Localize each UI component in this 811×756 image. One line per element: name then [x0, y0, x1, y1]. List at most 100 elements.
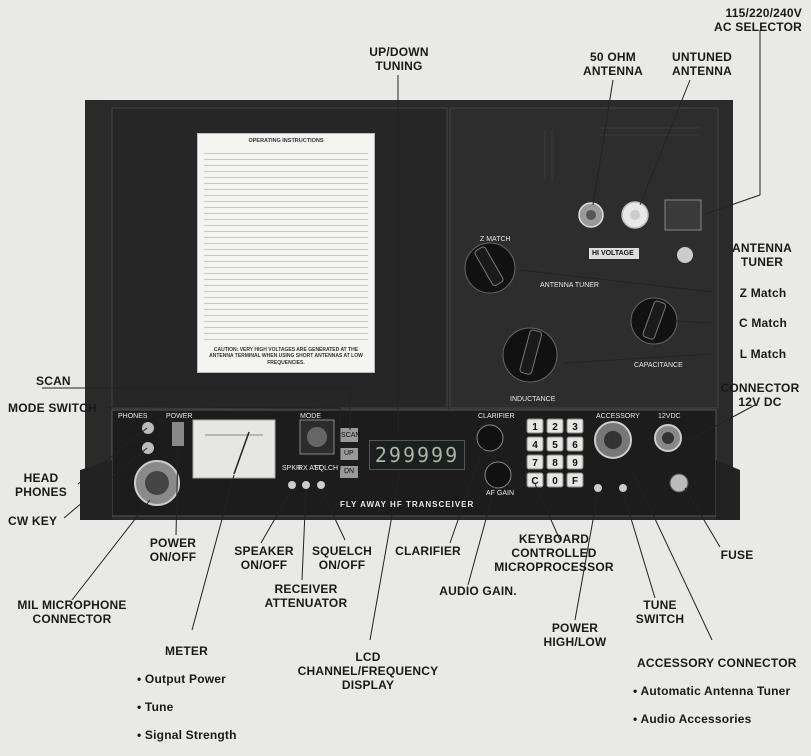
keypad-key-label: 8: [552, 458, 558, 469]
accessory-connector-callout: ACCESSORY CONNECTOR • Automatic Antenna …: [633, 642, 809, 740]
z-match-knob[interactable]: [464, 242, 516, 294]
squelch-switch[interactable]: [317, 481, 325, 489]
scan-label: SCAN: [341, 432, 361, 439]
keypad-key-label: 9: [572, 458, 578, 469]
dn-label: DN: [344, 468, 355, 475]
mode-label: MODE: [300, 413, 321, 420]
mode-switch-callout: MODE SWITCH: [8, 401, 97, 415]
antenna-tuner-callout: ANTENNA TUNER: [731, 241, 793, 269]
scan-callout: SCAN: [36, 374, 71, 388]
c-match-callout: C Match: [738, 316, 788, 330]
instructions-body: [204, 147, 368, 344]
headphones-jack[interactable]: [142, 422, 154, 434]
meter-window: [192, 419, 276, 479]
l-match-callout: L Match: [739, 347, 787, 361]
up-down-tuning-callout: UP/DOWN TUNING: [369, 45, 429, 73]
keypad-key-label: 1: [532, 422, 538, 433]
fuse-holder[interactable]: [669, 473, 689, 493]
keypad-key-1[interactable]: 1: [526, 418, 544, 434]
spkr-label: SPKR: [282, 465, 302, 472]
meter-item-signal-strength: • Signal Strength: [137, 728, 237, 742]
receiver-attenuator-callout: RECEIVER ATTENUATOR: [264, 582, 348, 610]
down-button[interactable]: [340, 466, 358, 478]
keypad-key-label: 6: [572, 440, 578, 451]
meter-title: METER: [165, 644, 208, 658]
operating-instructions-plate: OPERATING INSTRUCTIONS CAUTION: VERY HIG…: [197, 133, 375, 373]
keypad-key-label: 0: [552, 476, 558, 487]
dc-connector[interactable]: [654, 424, 682, 452]
meter-item-output-power: • Output Power: [137, 672, 226, 686]
vent-grille: [544, 127, 700, 180]
ac-selector-callout: 115/220/240V AC SELECTOR: [714, 6, 802, 34]
rx-att-label: RX ATT: [298, 465, 322, 472]
receiver-attenuator-switch[interactable]: [302, 481, 310, 489]
power-label: POWER: [166, 413, 193, 420]
left-lower-handle: [80, 460, 112, 520]
lcd-display: 299999: [369, 440, 465, 470]
accessory-connector[interactable]: [594, 421, 632, 459]
keypad-key-label: F: [572, 476, 578, 487]
antenna-tuner-label: ANTENNA TUNER: [540, 282, 599, 289]
capacitance-knob[interactable]: [630, 297, 678, 345]
accessory-panel-label: ACCESSORY: [596, 413, 640, 420]
sqlch-label: SQLCH: [314, 465, 339, 472]
up-button[interactable]: [340, 448, 358, 460]
ground-terminal[interactable]: [677, 247, 693, 263]
accessory-item-tuner: • Automatic Antenna Tuner: [633, 684, 791, 698]
keypad-key-label: 2: [552, 422, 558, 433]
keypad-key-8[interactable]: 8: [546, 454, 564, 470]
phones-label: PHONES: [118, 413, 148, 420]
cw-key-callout: CW KEY: [8, 514, 58, 528]
ohm50-antenna-callout: 50 OHM ANTENNA: [582, 50, 644, 78]
keypad-key-9[interactable]: 9: [566, 454, 584, 470]
keypad-key-4[interactable]: 4: [526, 436, 544, 452]
clarifier-knob[interactable]: [476, 424, 504, 452]
inductance-knob[interactable]: [502, 327, 558, 383]
meter-callout: METER • Output Power • Tune • Signal Str…: [137, 630, 257, 756]
mil-microphone-connector[interactable]: [134, 460, 180, 506]
audio-gain-callout: AUDIO GAIN.: [439, 584, 517, 598]
voltage-selector[interactable]: [664, 199, 702, 231]
keypad-key-label: 3: [572, 422, 578, 433]
transceiver-name: FLY AWAY HF TRANSCEIVER: [340, 500, 475, 509]
keypad-key-C[interactable]: C: [526, 472, 544, 488]
z-match-callout: Z Match: [739, 286, 787, 300]
keypad-key-F[interactable]: F: [566, 472, 584, 488]
af-gain-label: AF GAIN: [486, 490, 515, 497]
keypad-key-label: 5: [552, 440, 558, 451]
fuse-callout: FUSE: [720, 548, 754, 562]
accessory-item-audio: • Audio Accessories: [633, 712, 752, 726]
inductance-label: INDUCTANCE: [510, 396, 556, 403]
instructions-caution: CAUTION: VERY HIGH VOLTAGES ARE GENERATE…: [209, 346, 363, 366]
up-label: UP: [344, 450, 354, 457]
keypad-key-label: 7: [532, 458, 538, 469]
squelch-callout: SQUELCH ON/OFF: [311, 544, 373, 572]
cw-key-jack[interactable]: [142, 442, 154, 454]
accessory-title: ACCESSORY CONNECTOR: [637, 656, 797, 670]
keypad-key-0[interactable]: 0: [546, 472, 564, 488]
tune-switch[interactable]: [619, 484, 627, 492]
instructions-title: OPERATING INSTRUCTIONS: [248, 138, 324, 144]
keypad-key-label: 4: [532, 440, 538, 451]
lcd-display-callout: LCD CHANNEL/FREQUENCY DISPLAY: [297, 650, 439, 692]
keypad-key-3[interactable]: 3: [566, 418, 584, 434]
power-switch[interactable]: [172, 422, 184, 446]
hi-voltage-plate: [589, 248, 639, 259]
keypad-key-2[interactable]: 2: [546, 418, 564, 434]
audio-gain-knob[interactable]: [484, 461, 512, 489]
capacitance-label: CAPACITANCE: [634, 362, 683, 369]
dc-panel-label: 12VDC: [658, 413, 681, 420]
right-lower-handle: [716, 460, 740, 520]
mil-microphone-callout: MIL MICROPHONE CONNECTOR: [17, 598, 127, 626]
power-high-low-switch[interactable]: [594, 484, 602, 492]
keypad-key-6[interactable]: 6: [566, 436, 584, 452]
tune-switch-callout: TUNE SWITCH: [635, 598, 685, 626]
keypad-key-5[interactable]: 5: [546, 436, 564, 452]
speaker-switch[interactable]: [288, 481, 296, 489]
leader-lines: [42, 30, 761, 641]
keypad-key-7[interactable]: 7: [526, 454, 544, 470]
speaker-callout: SPEAKER ON/OFF: [234, 544, 294, 572]
scan-button[interactable]: [340, 428, 358, 442]
